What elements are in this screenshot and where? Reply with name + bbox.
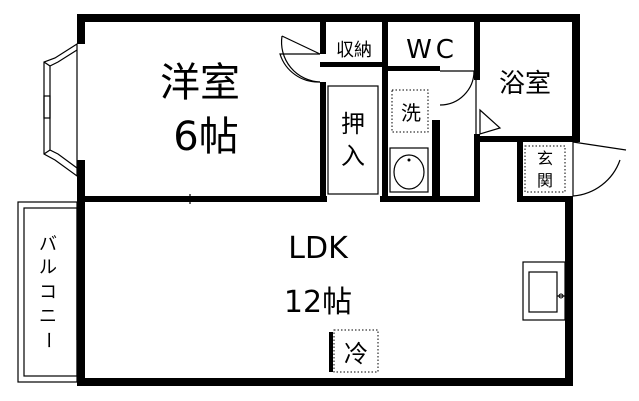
entrance-area <box>524 145 566 193</box>
entrance-label-bottom: 関 <box>537 171 553 190</box>
ldk-size: 12帖 <box>284 285 352 320</box>
wash-basin <box>389 147 429 193</box>
storage-label: 収納 <box>336 40 372 61</box>
closet-frame <box>327 85 379 195</box>
ldk-name: LDK <box>288 231 349 266</box>
entrance-label-top: 玄 <box>537 149 553 168</box>
washer-label: 洗 <box>401 101 421 125</box>
balcony-char-3: コ <box>39 282 57 303</box>
balcony <box>17 201 82 383</box>
western-room-size: 6帖 <box>173 114 238 160</box>
door-swings <box>279 35 627 197</box>
closet-label-top: 押 <box>341 110 365 138</box>
bay-window <box>43 42 78 178</box>
sliding-doors <box>108 194 270 204</box>
wc-label: WC <box>406 35 458 65</box>
kitchen-sink <box>522 261 566 321</box>
balcony-char-5: ー <box>37 331 58 349</box>
western-room-name: 洋室 <box>160 60 240 106</box>
balcony-char-1: バ <box>39 234 57 255</box>
balcony-char-4: ニ <box>39 306 57 327</box>
washer-area <box>391 89 429 133</box>
refrigerator-label: 冷 <box>344 340 368 368</box>
bathroom-label: 浴室 <box>499 69 551 99</box>
balcony-char-2: ル <box>39 257 57 278</box>
closet-label-bottom: 入 <box>341 142 365 170</box>
refrigerator-area <box>333 329 379 373</box>
interior-walls <box>77 20 580 372</box>
